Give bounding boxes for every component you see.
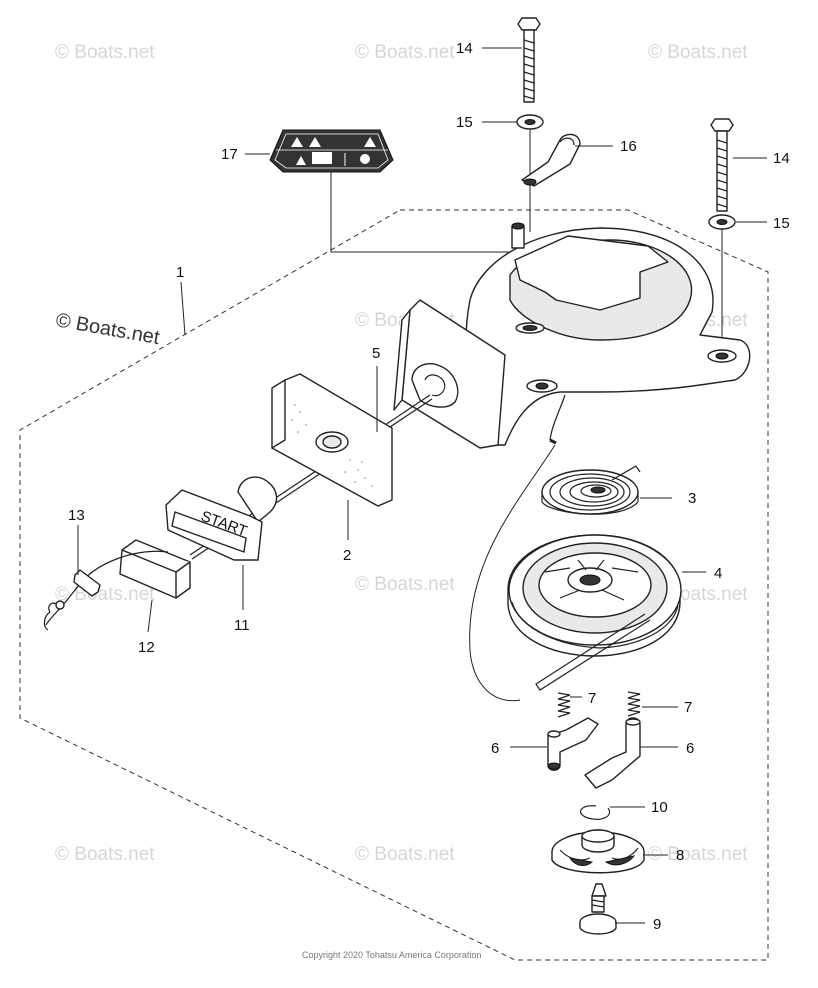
- callout-11: 11: [234, 617, 250, 634]
- callout-12: 12: [138, 639, 155, 656]
- callout-10: 10: [651, 799, 668, 816]
- callout-13: 13: [68, 507, 85, 524]
- ratchet-spring-right: [627, 691, 641, 717]
- callout-3: 3: [688, 490, 696, 507]
- callout-14: 14: [456, 40, 473, 57]
- center-screw: [579, 883, 617, 935]
- callout-leaders: [77, 47, 767, 924]
- knot-plate: [119, 539, 191, 599]
- starter-housing: [393, 222, 751, 449]
- washer-left: [516, 114, 544, 130]
- callout-15: 15: [456, 114, 473, 131]
- watermark: © Boats.net: [648, 42, 748, 63]
- warning-label: [269, 129, 394, 173]
- ratchet-left: [547, 717, 599, 771]
- watermark: © Boats.net: [55, 844, 155, 865]
- copyright: Copyright 2020 Tohatsu America Corporati…: [302, 950, 481, 960]
- rope-path: [469, 444, 556, 702]
- recoil-spring: [541, 465, 641, 515]
- ratchet-spring-left: [557, 692, 571, 718]
- callout-7: 7: [588, 690, 596, 707]
- watermark: © Boats.net: [355, 42, 455, 63]
- callout-6: 6: [491, 740, 499, 757]
- circlip: [580, 805, 611, 820]
- ratchet-right: [584, 717, 641, 789]
- callout-5: 5: [372, 345, 380, 362]
- callout-17: 17: [221, 146, 238, 163]
- reel-pulley: [507, 534, 682, 691]
- callout-4: 4: [714, 565, 722, 582]
- callout-6: 6: [686, 740, 694, 757]
- callout-9: 9: [653, 916, 661, 933]
- watermark: © Boats.net: [55, 584, 155, 605]
- rope-guide-bracket: [521, 133, 581, 187]
- watermark: © Boats.net: [55, 42, 155, 63]
- callout-15: 15: [773, 215, 790, 232]
- watermark-prominent: © Boats.net: [54, 309, 161, 349]
- starter-handle: START: [165, 476, 278, 561]
- callout-1: 1: [176, 264, 184, 281]
- washer-right: [708, 214, 736, 230]
- callouts: 1 2 3 4 5 6 6 7 7 8 9 10 11 12 13 14 14 …: [68, 40, 790, 933]
- callout-14: 14: [773, 150, 790, 167]
- watermarks: © Boats.net © Boats.net © Boats.net © Bo…: [54, 42, 748, 865]
- watermark: © Boats.net: [355, 574, 455, 595]
- watermark: © Boats.net: [355, 844, 455, 865]
- assembly-boundary: [19, 209, 769, 961]
- bolt-left: [517, 17, 541, 103]
- watermark: © Boats.net: [648, 844, 748, 865]
- rubber-cushion: [271, 373, 393, 507]
- callout-8: 8: [676, 847, 684, 864]
- drive-plate: [551, 829, 645, 874]
- callout-7: 7: [684, 699, 692, 716]
- callout-16: 16: [620, 138, 637, 155]
- cord-end: [43, 550, 169, 631]
- callout-2: 2: [343, 547, 351, 564]
- bolt-right: [710, 118, 734, 212]
